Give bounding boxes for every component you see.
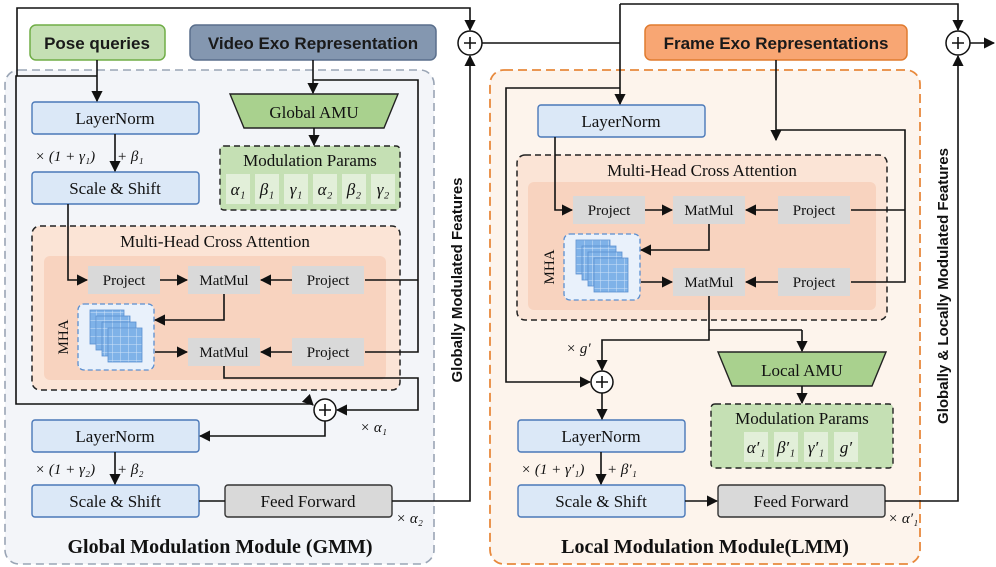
gmm-param-cell [255,174,279,204]
lmm-matmul-2 [673,268,745,296]
lmm-title: Local Modulation Module(LMM) [561,536,849,558]
lmm-param-3: g′ [840,438,853,457]
frame-exo-label: Frame Exo Representations [664,34,889,53]
gmm-scale-shift-1-label: Scale & Shift [69,179,161,198]
lmm-shift-label: + β′₁ [607,462,637,478]
gmm-scale-1-label: × (1 + γ₁) [35,149,95,165]
gmm-scale-2-label: × (1 + γ₂) [35,462,95,478]
lmm-project-v [778,268,850,296]
gmm-matmul-2 [188,338,260,366]
gmm-project-k [292,266,364,294]
gmm-layernorm-2-label: LayerNorm [75,427,154,446]
lmm-param-cell [804,432,828,462]
lmm-project-q-label: Project [588,203,631,219]
lmm-mhca-title: Multi-Head Cross Attention [607,161,797,180]
lmm-mha-layer [593,257,629,293]
gmm-shift-1-label: + β₁ [117,149,144,165]
gmm-param-5: γ₂ [377,180,390,199]
lmm-mod-params-cells: α′₁ β′₁ γ′₁ g′ [744,432,858,462]
lmm-matmul-1 [673,196,745,224]
gmm-title: Global Modulation Module (GMM) [68,536,373,558]
gmm-mha-layer [107,327,143,363]
gmm-project-q-label: Project [103,273,146,289]
gmm-param-cell [313,174,337,204]
gmm-param-2: γ₁ [290,180,303,199]
local-amu [716,351,888,387]
lmm-param-2: γ′₁ [808,438,824,457]
gmm-scale-shift-2-label: Scale & Shift [69,492,161,511]
gmm-param-1: β₁ [259,180,274,199]
gmm-param-4: β₂ [346,180,361,199]
lmm-param-cell [774,432,798,462]
lmm-project-k-label: Project [793,203,836,219]
gmm-matmul-1-label: MatMul [199,273,248,289]
gmm-mod-params-title: Modulation Params [243,151,377,170]
gmm-feed-forward-label: Feed Forward [261,492,356,511]
local-amu-label: Local AMU [761,361,843,380]
lmm-matmul-2-label: MatMul [684,275,733,291]
gmm-param-cell [284,174,308,204]
gmm-alpha2-label: × α₂ [396,511,423,527]
lmm-feed-forward-label: Feed Forward [754,492,849,511]
lmm-project-v-label: Project [793,275,836,291]
lmm-project-k [778,196,850,224]
gmm-mhca-title: Multi-Head Cross Attention [120,232,310,251]
gmm-param-3: α₂ [318,180,333,199]
lmm-mha-label: MHA [542,249,558,284]
global-amu [228,93,400,129]
gmm-layernorm-1-label: LayerNorm [75,109,154,128]
lmm-alpha-label: × α′₁ [888,511,918,527]
lmm-project-q [573,196,645,224]
gmm-project-v [292,338,364,366]
lmm-layernorm-1-label: LayerNorm [581,112,660,131]
gmm-param-0: α₁ [231,180,246,199]
lmm-scale-shift-label: Scale & Shift [555,492,647,511]
lmm-g-label: × g′ [566,341,591,357]
gmm-project-q [88,266,160,294]
global-amu-label: Global AMU [269,103,358,122]
gmm-matmul-2-label: MatMul [199,345,248,361]
lmm-param-1: β′₁ [776,438,795,457]
lmm-scale-label: × (1 + γ′₁) [521,462,584,478]
lmm-param-0: α′₁ [747,438,766,457]
gmm-param-cell [342,174,366,204]
lmm-matmul-1-label: MatMul [684,203,733,219]
gmm-param-cell [371,174,395,204]
lmm-param-cell [744,432,768,462]
lmm-param-cell [834,432,858,462]
gmm-project-k-label: Project [307,273,350,289]
pose-queries-label: Pose queries [44,34,150,53]
lmm-layernorm-2-label: LayerNorm [561,427,640,446]
global-features-label: Globally Modulated Features [449,177,466,382]
gmm-mha-label: MHA [56,319,72,354]
global-local-features-label: Globally & Locally Modulated Features [935,148,952,424]
gmm-mod-params-cells: α₁ β₁ γ₁ α₂ β₂ γ₂ [226,174,395,204]
gmm-alpha1-label: × α₁ [360,420,387,436]
gmm-shift-2-label: + β₂ [117,462,144,478]
gmm-param-cell [226,174,250,204]
gmm-project-v-label: Project [307,345,350,361]
gmm-matmul-1 [188,266,260,294]
video-exo-label: Video Exo Representation [208,34,418,53]
lmm-mod-params-title: Modulation Params [735,409,869,428]
connectors [15,3,996,507]
